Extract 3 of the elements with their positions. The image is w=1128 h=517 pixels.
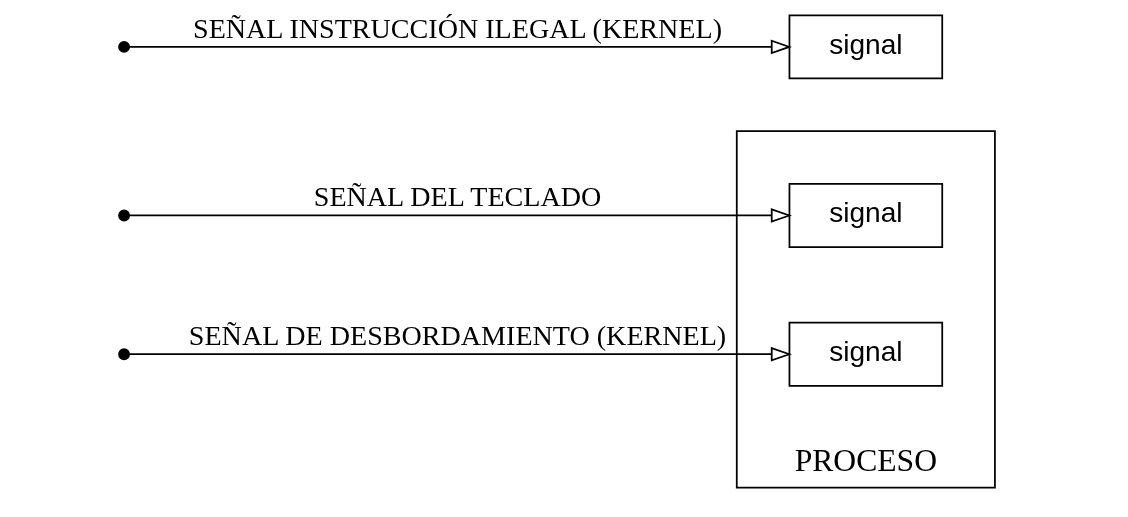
edge-label: SEÑAL DE DESBORDAMIENTO (KERNEL) bbox=[188, 320, 727, 352]
edge-label: SEÑAL DEL TECLADO bbox=[313, 181, 602, 213]
edge-label: SEÑAL INSTRUCCIÓN ILEGAL (KERNEL) bbox=[193, 12, 723, 44]
